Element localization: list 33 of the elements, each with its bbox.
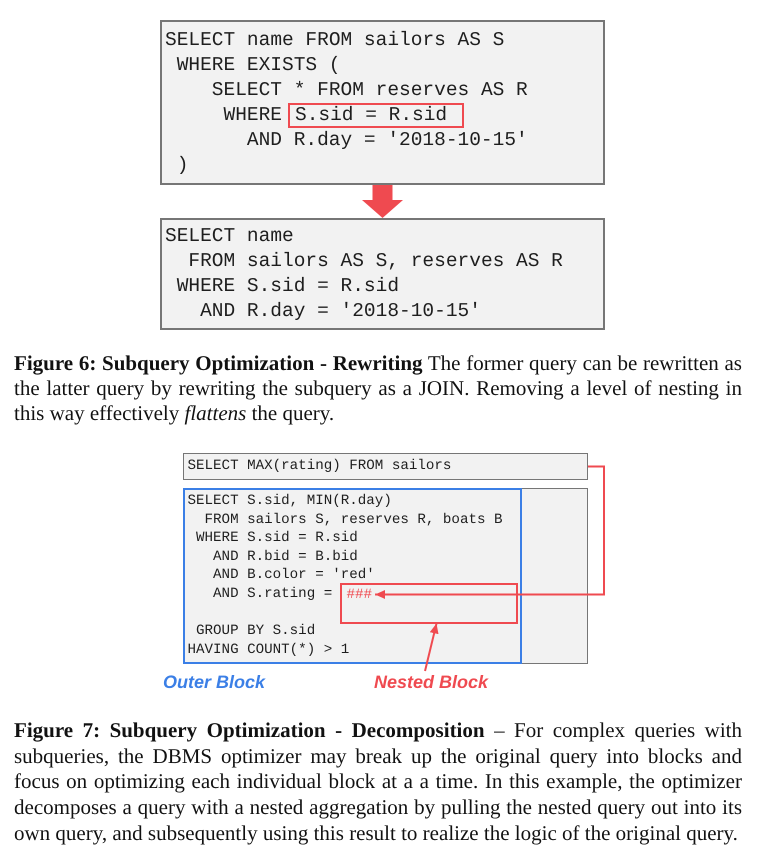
- code-line: SELECT * FROM reserves AS R: [212, 78, 528, 102]
- code-line: FROM sailors AS S, reserves AS R: [188, 248, 563, 274]
- code-line: AND R.day = '2018-10-15': [200, 298, 481, 324]
- code-box: SELECT MAX(rating) FROM sailors: [183, 453, 588, 480]
- nested-block-frame: [340, 582, 518, 624]
- code-line: AND R.bid = B.bid: [213, 548, 358, 566]
- code-box: [160, 20, 605, 185]
- code-line: WHERE S.sid = R.sid: [176, 274, 400, 298]
- code-line: FROM sailors S, reserves R, boats B: [204, 510, 503, 530]
- code-panel: [183, 488, 588, 664]
- placeholder-text: ###: [346, 586, 372, 604]
- block-arrow: [362, 185, 403, 218]
- code-line: HAVING COUNT(*) > 1: [188, 640, 350, 660]
- code-line: WHERE S.sid = R.sid: [196, 529, 358, 548]
- code-line: GROUP BY S.sid: [196, 622, 316, 641]
- code-line: WHERE: [224, 102, 282, 128]
- figure-caption: Figure 7: Subquery Optimization - Decomposition – For complex queries with subqueries, the DBMS optimizer may break up the original query into blocks and focus on optimizing each individual block at a a time. In this example, the optimizer decomposes a query with a nested aggregation by pulling the nested query out into its own query, and subsequently using this result to realize the logic of the original query.: [14, 718, 742, 847]
- code-line: AND R.day = '2018-10-15': [246, 128, 528, 152]
- code-line: SELECT name: [165, 224, 294, 248]
- code-box: [160, 218, 605, 330]
- block-label: Nested Block: [374, 671, 488, 693]
- code-line: WHERE EXISTS (: [176, 52, 341, 78]
- code-line: ): [176, 152, 188, 178]
- highlight-box: S.sid = R.sid: [288, 103, 464, 128]
- code-line: AND S.rating =: [213, 584, 332, 604]
- outer-block-frame: [182, 488, 522, 664]
- figure-caption: Figure 6: Subquery Optimization - Rewriting The former query can be rewritten as the latter query by rewriting the subquery as a JOIN. Removing a level of nesting in this way effectively flattens the query.: [14, 350, 742, 426]
- leader-arrow: [424, 623, 439, 672]
- code-line: SELECT S.sid, MIN(R.day): [188, 492, 392, 511]
- code-line: SELECT name FROM sailors AS S: [165, 28, 504, 52]
- code-line: AND B.color = 'red': [213, 566, 375, 585]
- arrow: [375, 466, 605, 599]
- block-label: Outer Block: [163, 671, 266, 693]
